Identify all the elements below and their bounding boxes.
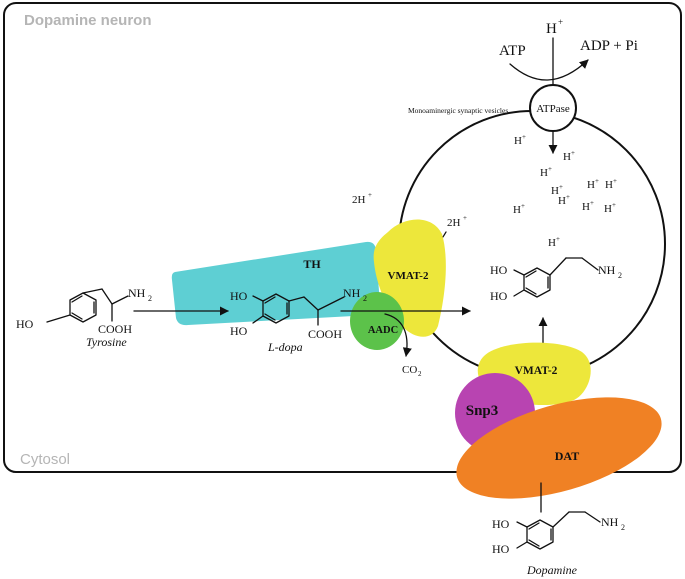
proton-plus: + [612,201,616,209]
snp3-label: Snp3 [466,403,499,419]
aadc-enzyme [350,292,404,350]
ldopa-name: L-dopa [267,340,303,354]
proton-top-plus: + [558,17,563,27]
exchange-right-plus: + [463,214,467,222]
dopamine-name: Dopamine [526,563,578,577]
proton-top-label: H [546,21,557,37]
proton-label: H [540,167,548,179]
proton-plus: + [548,165,552,173]
svg-text:NH: NH [128,286,146,300]
th-label: TH [303,257,321,271]
proton-label: H [587,179,595,191]
co2-release-arrow [384,313,412,357]
ldopa-molecule: HO HO NH 2 COOH L-dopa [230,286,367,354]
tyrosine-molecule: HO NH 2 COOH Tyrosine [16,286,152,349]
proton-plus: + [521,202,525,210]
proton-label: H [582,201,590,213]
svg-text:NH: NH [601,515,619,529]
vesicle-protons: H+H+H+H+H+H+H+H+H+H+H+ [513,133,617,249]
proton-plus: + [613,177,617,185]
co2-subscript: 2 [418,370,422,378]
exchange-left-plus: + [368,191,372,199]
atp-label: ATP [499,43,526,59]
atp-conversion-arrow [509,59,589,81]
dat-transporter [456,397,662,499]
proton-label: H [551,185,559,197]
proton-label: H [605,179,613,191]
dat-label: DAT [555,449,579,463]
proton-label: H [548,237,556,249]
proton-plus: + [571,149,575,157]
proton-label: H [604,203,612,215]
svg-text:HO: HO [230,289,248,303]
svg-text:2: 2 [621,523,625,532]
svg-text:HO: HO [490,263,508,277]
svg-text:2: 2 [618,271,622,280]
svg-text:2: 2 [363,294,367,303]
svg-text:COOH: COOH [98,322,132,336]
vmat2-lower-label: VMAT-2 [515,365,558,377]
atpase-label: ATPase [536,103,570,115]
cytosol-label: Cytosol [20,451,70,468]
proton-label: H [558,195,566,207]
svg-text:HO: HO [492,542,510,556]
proton-plus: + [595,177,599,185]
vmat2-upper-label: VMAT-2 [388,270,429,282]
svg-text:HO: HO [230,324,248,338]
svg-text:COOH: COOH [308,327,342,341]
svg-text:HO: HO [16,317,34,331]
exchange-right-label: 2H [447,217,461,229]
vesicle-label: Monoaminergic synaptic vesicles [408,106,508,115]
svg-text:NH: NH [598,263,616,277]
proton-plus: + [559,183,563,191]
exchange-left-label: 2H [352,194,366,206]
proton-plus: + [590,199,594,207]
aadc-label: AADC [368,325,398,336]
proton-plus: + [566,193,570,201]
svg-text:HO: HO [490,289,508,303]
tyrosine-name: Tyrosine [86,335,127,349]
svg-text:NH: NH [343,286,361,300]
vesicle-dopamine-molecule: HO HO NH 2 [490,257,622,303]
proton-label: H [513,204,521,216]
adp-label: ADP + Pi [580,38,638,54]
svg-text:HO: HO [492,517,510,531]
neuron-label: Dopamine neuron [24,12,152,29]
svg-text:2: 2 [148,294,152,303]
proton-label: H [563,151,571,163]
proton-plus: + [556,235,560,243]
co2-label: CO [402,364,417,376]
proton-label: H [514,135,522,147]
proton-plus: + [522,133,526,141]
dopamine-molecule: HO HO NH 2 Dopamine [492,511,625,577]
